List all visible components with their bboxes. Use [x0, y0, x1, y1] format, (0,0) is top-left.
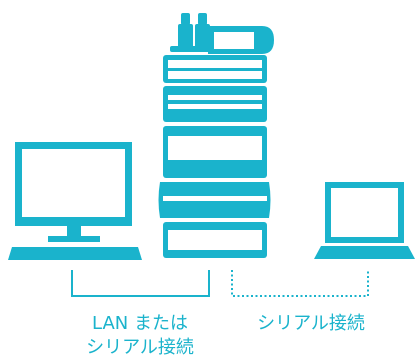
controller-display-icon — [208, 26, 274, 54]
desktop-computer-icon — [8, 142, 142, 260]
lan-connection-line — [71, 270, 210, 297]
lan-connection-label: LAN または シリアル接続 — [52, 312, 228, 360]
laptop-icon — [314, 182, 415, 259]
lan-connection-label-line1: LAN または — [92, 313, 188, 334]
lc-system-stack-icon — [158, 13, 274, 258]
lan-connection-label-line2: シリアル接続 — [86, 337, 194, 358]
serial-connection-label: シリアル接続 — [257, 313, 365, 334]
serial-connection-line — [231, 270, 369, 297]
solvent-bottle-icon — [178, 13, 210, 48]
